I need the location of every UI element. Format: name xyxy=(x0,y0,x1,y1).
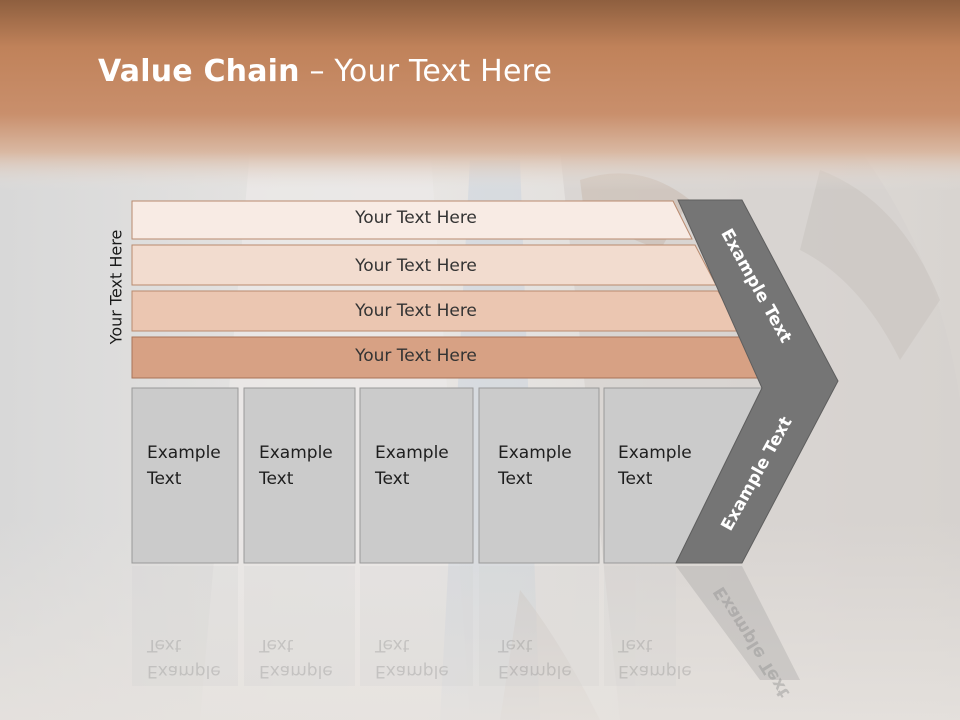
box-label-3-line2: Text xyxy=(375,469,410,489)
primary-boxes xyxy=(131,387,763,564)
margin-chevron-reflection xyxy=(676,566,800,680)
band-label-4: Your Text Here xyxy=(355,346,477,366)
band-label-2: Your Text Here xyxy=(355,256,477,276)
box-reflections xyxy=(132,566,676,686)
box-label-4-line1: Example xyxy=(498,443,572,463)
box-label-2-line2: Text xyxy=(259,469,294,489)
title-bold: Value Chain xyxy=(98,54,300,89)
margin-chevron-arrow xyxy=(675,199,839,564)
band-label-1: Your Text Here xyxy=(355,208,477,228)
support-bands xyxy=(131,200,765,379)
box-label-1-line1: Example xyxy=(147,443,221,463)
box-label-4-line2: Text xyxy=(498,469,533,489)
box-label-3-line1: Example xyxy=(375,443,449,463)
band-label-3: Your Text Here xyxy=(355,301,477,321)
support-band-1 xyxy=(131,200,693,240)
primary-box-3 xyxy=(359,387,474,564)
primary-box-2 xyxy=(243,387,356,564)
title-rest: – Your Text Here xyxy=(299,54,553,89)
box-label-1-line2: Text xyxy=(147,469,182,489)
page-title: Value Chain – Your Text Here xyxy=(98,54,552,89)
primary-box-4 xyxy=(478,387,600,564)
box-label-2-line1: Example xyxy=(259,443,333,463)
box-label-5-line2: Text xyxy=(618,469,653,489)
box-label-5-line1: Example xyxy=(618,443,692,463)
primary-box-1 xyxy=(131,387,239,564)
